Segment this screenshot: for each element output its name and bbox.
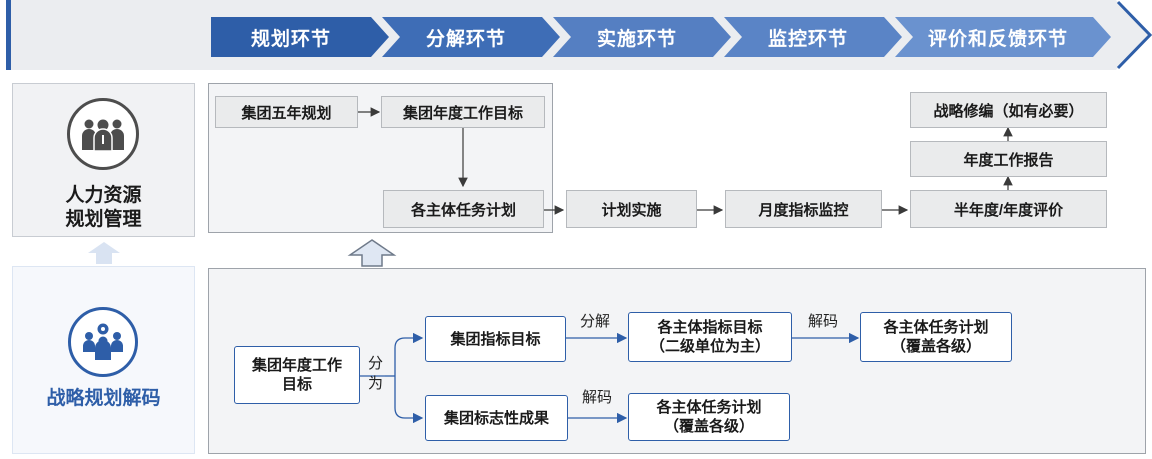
annual-report-box: 年度工作报告 — [910, 141, 1107, 177]
split-label-line1: 分 — [368, 355, 384, 372]
decode-label-bottom: 解码 — [582, 389, 613, 406]
strategy-title: 战略规划解码 — [46, 388, 161, 409]
stage-implement: 实施环节 — [596, 28, 677, 50]
entity-task-bottom-line1: 各主体任务计划 — [656, 399, 762, 416]
hr-title: 人力资源 规划管理 — [13, 184, 194, 232]
stage-band — [6, 0, 1152, 70]
entity-index-line1: 各主体指标目标 — [657, 319, 763, 336]
split-label-line2: 为 — [368, 375, 384, 392]
entity-task-top-line2: （覆盖各级） — [890, 338, 981, 355]
stage-decompose: 分解环节 — [425, 28, 506, 50]
strategy-revision-box: 战略修编（如有必要） — [910, 92, 1107, 128]
index-goal-box: 集团指标目标 — [425, 316, 566, 362]
stage-plan: 规划环节 — [250, 28, 331, 50]
entity-task-top-line1: 各主体任务计划 — [883, 319, 989, 336]
up-arrow-icon — [88, 242, 120, 264]
annual-goal-lower-line2: 目标 — [281, 376, 312, 393]
annual-goal-lower-box: 集团年度工作 目标 — [234, 346, 360, 404]
strategy-decoding-panel: 战略规划解码 — [12, 266, 195, 454]
annual-goal-box: 集团年度工作目标 — [381, 96, 545, 128]
annual-goal-lower-line1: 集团年度工作 — [251, 357, 342, 374]
half-year-eval-box: 半年度/年度评价 — [910, 190, 1107, 228]
entity-task-top-box: 各主体任务计划 （覆盖各级） — [860, 312, 1012, 362]
entity-task-bottom-box: 各主体任务计划 （覆盖各级） — [628, 393, 790, 441]
people-group-icon — [67, 98, 139, 170]
entity-task-plan-box: 各主体任务计划 — [383, 190, 544, 228]
stage-evaluate: 评价和反馈环节 — [927, 28, 1068, 50]
split-label: 分 为 — [368, 354, 383, 394]
hollow-up-arrow-icon — [347, 239, 397, 267]
entity-index-line2: （二级单位为主） — [649, 338, 770, 355]
hr-title-line2: 规划管理 — [65, 209, 142, 230]
entity-index-box: 各主体指标目标 （二级单位为主） — [628, 312, 792, 362]
hr-title-line1: 人力资源 — [65, 185, 142, 206]
entity-task-bottom-line2: （覆盖各级） — [663, 418, 754, 435]
stage-monitor: 监控环节 — [767, 28, 848, 50]
monthly-monitor-box: 月度指标监控 — [725, 190, 882, 228]
team-gear-icon — [68, 307, 138, 377]
five-year-plan-box: 集团五年规划 — [215, 96, 358, 128]
decode-label-top: 解码 — [808, 313, 839, 330]
hr-planning-panel: 人力资源 规划管理 — [12, 83, 195, 237]
decompose-label: 分解 — [580, 313, 611, 330]
milestone-box: 集团标志性成果 — [425, 395, 568, 441]
plan-execution-box: 计划实施 — [566, 190, 697, 228]
